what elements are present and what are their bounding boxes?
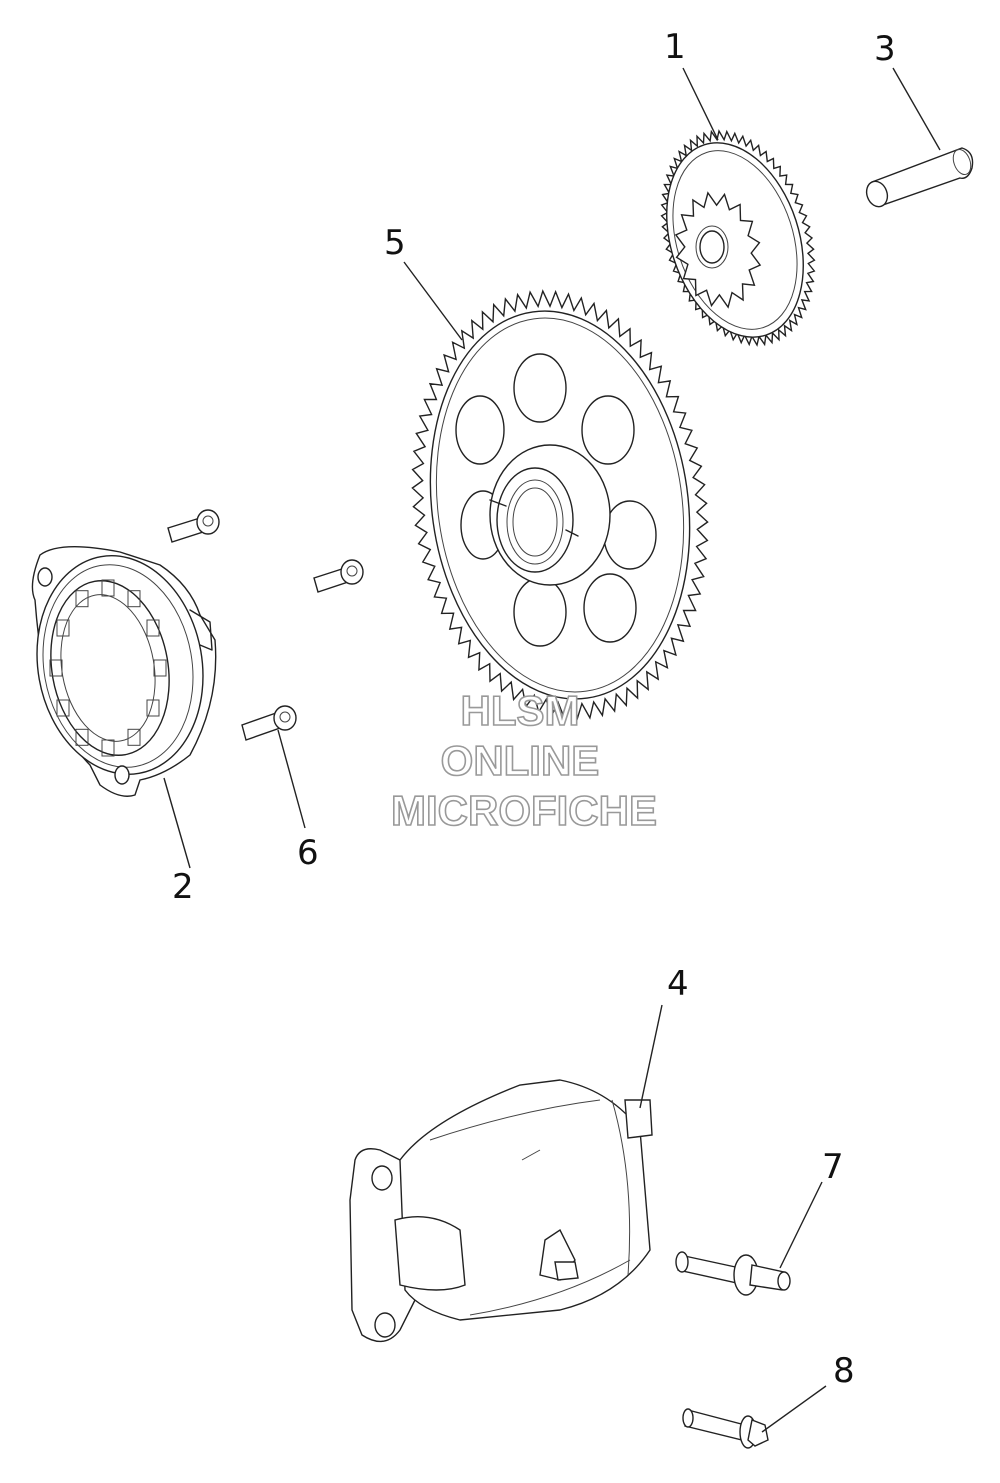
callout-5[interactable]: 5 bbox=[384, 223, 406, 263]
part-3-pin[interactable] bbox=[863, 147, 974, 210]
part-6-bolt-b[interactable] bbox=[313, 559, 364, 593]
roller bbox=[101, 739, 115, 757]
roller bbox=[127, 590, 141, 608]
watermark-line-1: HLSM bbox=[461, 687, 580, 734]
leader-lines bbox=[163, 67, 941, 1433]
part-5-large-gear[interactable] bbox=[406, 289, 714, 721]
roller bbox=[153, 659, 167, 677]
part-4-starter-motor[interactable] bbox=[349, 1079, 653, 1343]
roller bbox=[56, 619, 70, 637]
callout-7[interactable]: 7 bbox=[822, 1147, 844, 1187]
roller bbox=[127, 728, 141, 746]
part-2-clutch-housing[interactable] bbox=[20, 542, 220, 797]
watermark: HLSM ONLINE MICROFICHE bbox=[390, 686, 658, 835]
roller bbox=[56, 699, 70, 717]
roller bbox=[75, 590, 89, 608]
part-7-bolt[interactable] bbox=[675, 1251, 791, 1296]
roller bbox=[75, 728, 89, 746]
callout-6[interactable]: 6 bbox=[297, 833, 319, 873]
callout-4[interactable]: 4 bbox=[667, 964, 689, 1004]
callout-8[interactable]: 8 bbox=[833, 1351, 855, 1391]
roller bbox=[49, 659, 63, 677]
roller bbox=[146, 619, 160, 637]
roller bbox=[101, 579, 115, 597]
part-8-bolt[interactable] bbox=[682, 1408, 769, 1449]
part-1-compound-gear[interactable] bbox=[643, 125, 827, 355]
part-6-bolt-a[interactable] bbox=[167, 509, 220, 543]
roller bbox=[146, 699, 160, 717]
watermark-line-3: MICROFICHE bbox=[391, 787, 657, 834]
callout-1[interactable]: 1 bbox=[664, 27, 686, 67]
watermark-line-2: ONLINE bbox=[441, 737, 600, 784]
callout-3[interactable]: 3 bbox=[874, 29, 896, 69]
part-6-bolt-c[interactable] bbox=[241, 705, 297, 741]
callout-2[interactable]: 2 bbox=[172, 867, 194, 907]
